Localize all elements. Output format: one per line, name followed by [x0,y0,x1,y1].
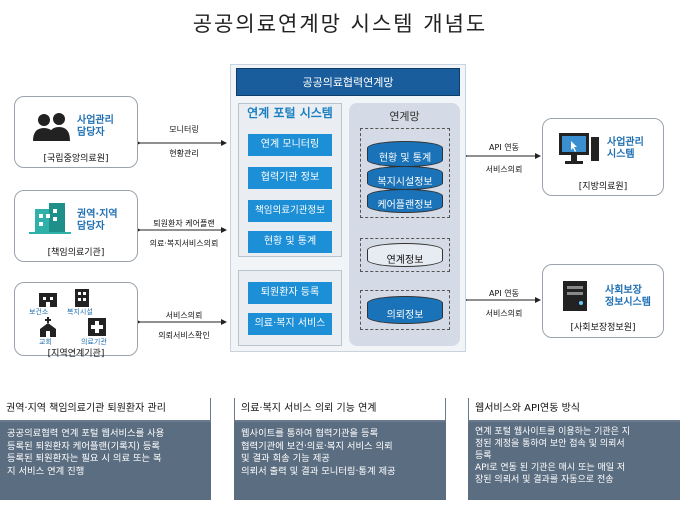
panel-line: 협력기관에 보건·의료·복지 서비스 의뢰 [241,440,393,452]
db-welfare-cylinder [367,166,443,190]
flow-label: 모니터링 [169,125,199,134]
panel-web-api: 웹서비스와 API연동 방식 연계 포털 웹사이트를 이용하는 기관은 지 정된… [468,398,680,500]
institution-label: 복지시설 [67,308,93,316]
db-link-cylinder [367,243,443,267]
flow-label: 퇴원환자 케어플랜 [153,219,215,228]
panel-heading: 웹서비스와 API연동 방식 [468,398,680,422]
panel-line: 등록된 퇴원환자는 필요 시 의료 또는 복 [7,453,162,464]
church-icon [40,317,56,337]
portal-item-partner-info: 협력기관 정보 [248,167,332,189]
flow-label: 의료·복지서비스의뢰 [149,239,219,248]
flow-label: 서비스의뢰 [485,165,523,174]
computer-icon [559,133,599,164]
server-icon [563,281,587,311]
portal-item-responsible-info: 책임의료기관정보 [248,200,332,222]
actor-local-institutions: 보건소 복지시설 교회 의료기관 [지역연계기관] [14,282,138,359]
flow-label: API 연동 [489,143,519,152]
panel-line: 등록된 퇴원환자 케어플랜(기록지) 등록 [7,440,160,452]
panel-service-request: 의료·복지 서비스 의뢰 기능 연계 웹사이트를 통하여 협력기관을 등록 협력… [234,398,446,500]
panel-line: 의뢰서 출력 및 결과 모니터링·통계 제공 [241,465,396,477]
db-careplan-label: 케어플랜정보 [377,200,433,211]
actor-org: [지방의료원] [578,182,628,192]
page-title: 공공의료연계망 시스템 개념도 [192,12,488,36]
panel-line: 정된 계정을 통하여 보안 접속 및 의뢰서 [475,439,625,449]
users-icon [33,113,70,141]
panel-line: 웹사이트를 통하여 협력기관을 등록 [241,428,379,439]
actor-org: [책임의료기관] [47,248,105,258]
flow-label: 서비스의뢰 [165,311,203,320]
panel-heading: 의료·복지 서비스 의뢰 기능 연계 [234,398,446,422]
institution-label: 의료기관 [81,338,107,346]
db-welfare-label: 복지시설정보 [377,177,433,188]
panel-body: 연계 포털 웹사이트를 이용하는 기관은 지 정된 계정을 통하여 보안 접속 … [468,422,680,500]
panel-line: 및 결과 회송 기능 제공 [241,453,330,464]
panel-discharge-management: 권역·지역 책임의료기관 퇴원환자 관리 공공의료협력 연계 포털 웹서비스를 … [0,398,211,500]
medical-cross-icon [88,318,106,336]
db-request-label: 의뢰정보 [386,310,424,321]
flow-label: 서비스의뢰 [485,309,523,318]
db-careplan-cylinder [367,189,443,213]
db-link-label: 연계정보 [386,255,424,266]
institution-label: 교회 [39,338,52,346]
portal-system-title: 연계 포털 시스템 [247,106,333,120]
actor-org: [사회보장정보원] [570,323,636,333]
db-request-cylinder [367,296,443,324]
panel-line: 공공의료협력 연계 포털 웹서비스를 사용 [7,428,165,439]
flow-label: 현황관리 [169,149,199,158]
network-title: 연계망 [389,110,420,123]
db-stats-label: 현황 및 통계 [378,153,432,164]
welfare-facility-icon [75,289,89,307]
institution-label: 보건소 [29,308,49,316]
portal-item-discharge-register: 퇴원환자 등록 [248,282,332,304]
health-center-icon [39,293,57,307]
db-link-frame [360,238,450,272]
panel-line: 등록 [475,451,492,461]
portal-item-stats: 현황 및 통계 [248,231,332,253]
panel-line: 연계 포털 웹사이트를 이용하는 기관은 지 [475,427,631,437]
db-stack-frame [360,128,450,218]
actor-org: [국립중앙의료원] [43,154,109,164]
flow-label: 의뢰서비스확인 [158,331,210,340]
panel-body: 웹사이트를 통하여 협력기관을 등록 협력기관에 보건·의료·복지 서비스 의뢰… [234,422,446,500]
actor-org: [지역연계기관] [47,349,105,359]
db-request-frame [360,290,450,330]
panel-heading: 권역·지역 책임의료기관 퇴원환자 관리 [0,398,211,422]
db-stats-cylinder [367,141,443,167]
portal-item-monitoring: 연계 모니터링 [248,134,332,156]
panel-body: 공공의료협력 연계 포털 웹서비스를 사용 등록된 퇴원환자 케어플랜(기록지)… [0,422,211,500]
portal-item-medical-welfare: 의료·복지 서비스 [248,313,332,335]
flow-label: API 연동 [489,289,519,298]
panel-line: API로 연동 된 기관은 매시 또는 매일 저 [475,463,626,473]
panel-line: 지 서비스 연계 진행 [7,465,85,477]
hospital-icon [29,203,71,234]
central-banner: 공공의료협력연계망 [236,68,460,96]
panel-line: 장된 의뢰서 및 결과를 자동으로 전송 [475,475,614,485]
